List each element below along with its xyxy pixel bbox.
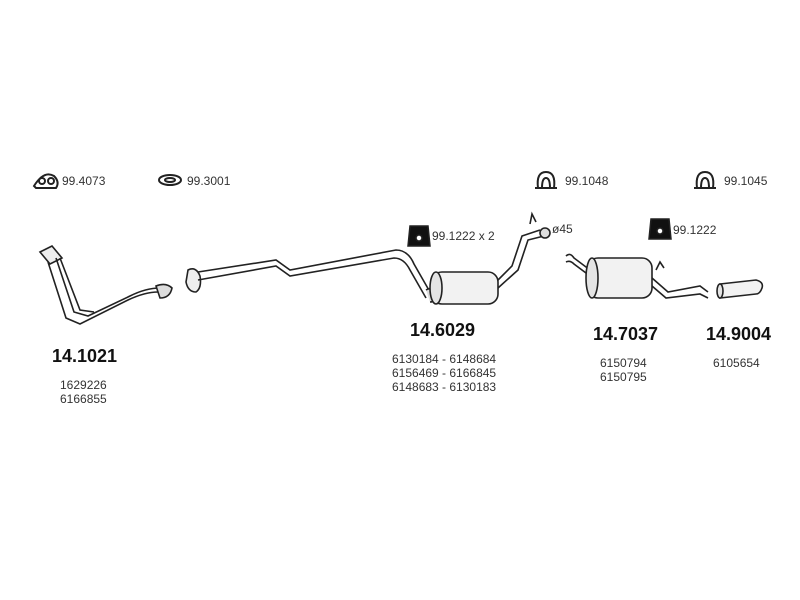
oem-reference: 6150795 xyxy=(600,370,647,384)
part-number: 14.9004 xyxy=(706,324,772,344)
oem-reference: 6148683 - 6130183 xyxy=(392,380,497,394)
accessory-label-hanger-a: 99.1048 xyxy=(565,174,609,188)
accessory-label-mount-pair: 99.1222 x 2 xyxy=(432,229,495,243)
oem-reference: 6130184 - 6148684 xyxy=(392,352,497,366)
rear-muffler xyxy=(565,253,709,299)
part-number: 14.1021 xyxy=(52,346,118,366)
part-number: 14.6029 xyxy=(410,320,476,340)
pipe-diameter-label: ø45 xyxy=(552,222,573,236)
oem-reference-list: 6150794 6150795 xyxy=(600,356,647,384)
oem-reference-list: 1629226 6166855 xyxy=(60,378,107,406)
accessory-label-rubber-mount: 99.4073 xyxy=(62,174,106,188)
oem-reference-list: 6130184 - 6148684 6156469 - 6166845 6148… xyxy=(392,352,496,394)
tail-pipe xyxy=(716,279,764,299)
accessory-label-ring-gasket: 99.3001 xyxy=(187,174,231,188)
ring-gasket-icon xyxy=(158,174,182,186)
oem-reference-list: 6105654 xyxy=(713,356,760,370)
rubber-mount-icon xyxy=(32,173,59,189)
hanger-icon xyxy=(535,170,557,189)
accessory-label-hanger-b: 99.1045 xyxy=(724,174,768,188)
mount-block-icon xyxy=(407,225,431,247)
center-pipe-muffler xyxy=(185,211,551,305)
oem-reference: 6150794 xyxy=(600,356,647,370)
hanger-icon xyxy=(694,170,716,189)
mount-block-icon xyxy=(648,218,672,240)
oem-reference: 6156469 - 6166845 xyxy=(392,366,497,380)
oem-reference: 6166855 xyxy=(60,392,107,406)
oem-reference: 1629226 xyxy=(60,378,107,392)
oem-reference: 6105654 xyxy=(713,356,760,370)
front-pipe xyxy=(38,245,173,325)
accessory-label-mount-single: 99.1222 xyxy=(673,223,717,237)
part-number: 14.7037 xyxy=(593,324,659,344)
